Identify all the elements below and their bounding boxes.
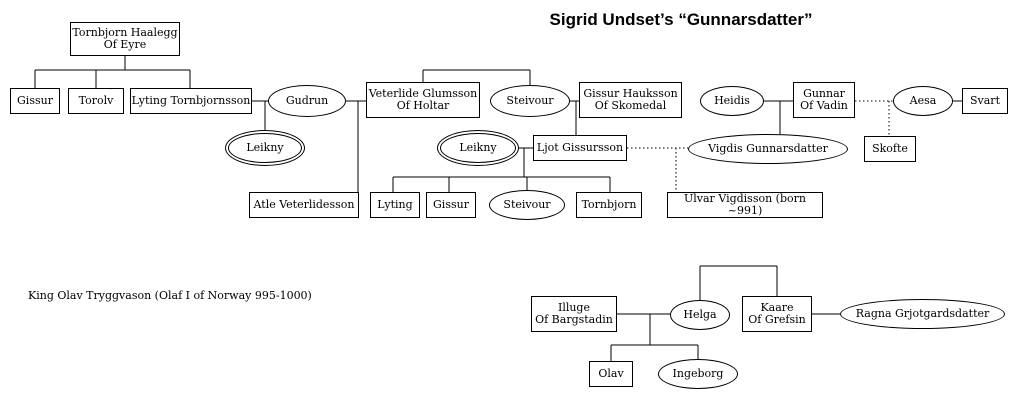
- person-node-vigdis-gunnarsdatter[interactable]: Vigdis Gunnarsdatter: [688, 134, 848, 164]
- person-label-line: Svart: [970, 93, 1000, 107]
- person-label-line: Ulvar Vigdisson (born ~991): [684, 191, 806, 217]
- person-label-line: Illuge: [557, 300, 590, 314]
- person-label-line: Olav: [598, 366, 624, 380]
- person-label-line: Leikny: [246, 140, 284, 154]
- person-label: Ingeborg: [672, 366, 724, 380]
- person-node-svart[interactable]: Svart: [962, 88, 1008, 114]
- person-node-leikny-2[interactable]: Leikny: [440, 133, 516, 163]
- person-label-line: Steivour: [506, 93, 554, 107]
- person-node-heidis[interactable]: Heidis: [700, 86, 764, 116]
- person-label-line: Ljot Gissursson: [536, 140, 624, 154]
- person-label-line: Lyting: [377, 197, 413, 211]
- person-label-line: Torolv: [78, 93, 114, 107]
- person-label: Gudrun: [285, 93, 329, 107]
- person-label-line: Skofte: [872, 141, 908, 155]
- person-label: Lyting Tornbjornsson: [131, 93, 251, 107]
- person-label-line: Gunnar: [803, 86, 845, 100]
- chart-title: Sigrid Undset’s “Gunnarsdatter”: [549, 10, 813, 29]
- person-label: Olav: [598, 366, 624, 380]
- person-node-steivour-2[interactable]: Steivour: [489, 190, 565, 220]
- person-label: Ulvar Vigdisson (born ~991): [668, 191, 822, 218]
- person-label-line: Lyting Tornbjornsson: [131, 93, 251, 107]
- person-label: Svart: [970, 93, 1000, 107]
- person-node-helga[interactable]: Helga: [670, 300, 730, 330]
- person-label-line: Atle Veterlidesson: [253, 197, 355, 211]
- person-label: Gissur: [17, 93, 53, 107]
- person-node-steivour-1[interactable]: Steivour: [490, 85, 570, 117]
- person-label-line: Of Skomedal: [594, 99, 667, 112]
- person-node-leikny-1[interactable]: Leikny: [228, 133, 302, 163]
- person-node-torolv[interactable]: Torolv: [68, 88, 124, 114]
- person-node-gissur-2[interactable]: Gissur: [426, 192, 476, 218]
- person-label-line: Of Eyre: [103, 38, 147, 51]
- person-label-line: Aesa: [909, 93, 937, 107]
- person-node-olav[interactable]: Olav: [589, 361, 633, 387]
- person-label-line: Of Grefsin: [748, 313, 806, 326]
- person-label-line: Veterlide Glumsson: [368, 86, 478, 100]
- person-label: Leikny: [246, 140, 284, 154]
- person-label-line: Tornbjorn: [581, 197, 637, 211]
- person-label-line: Gudrun: [285, 93, 329, 107]
- person-node-skofte[interactable]: Skofte: [864, 136, 916, 162]
- person-label: Tornbjorn: [581, 197, 637, 211]
- person-label-line: Of Bargstadin: [535, 313, 613, 326]
- person-label-line: Vigdis Gunnarsdatter: [708, 141, 828, 155]
- person-label: Leikny: [459, 140, 497, 154]
- person-node-ragna-grjotgardsdatter[interactable]: Ragna Grjotgardsdatter: [840, 299, 1005, 329]
- king-olav-note: King Olav Tryggvason (Olaf I of Norway 9…: [28, 289, 312, 302]
- person-label: Ragna Grjotgardsdatter: [855, 306, 990, 320]
- person-label: Gissur: [433, 197, 469, 211]
- person-label-line: Ingeborg: [672, 366, 724, 380]
- person-label-line: Gissur: [17, 93, 53, 107]
- person-label: Vigdis Gunnarsdatter: [708, 141, 828, 155]
- person-label: Steivour: [503, 197, 551, 211]
- person-node-lyting-2[interactable]: Lyting: [370, 192, 420, 218]
- person-label-line: Tornbjorn Haalegg: [72, 25, 178, 39]
- person-label: Skofte: [872, 141, 908, 155]
- person-node-tornbjorn-2[interactable]: Tornbjorn: [576, 192, 642, 218]
- person-label: Helga: [683, 307, 717, 321]
- person-label-line: Ragna Grjotgardsdatter: [855, 306, 990, 320]
- person-label: Heidis: [714, 93, 750, 107]
- person-node-ulvar-vigdisson[interactable]: Ulvar Vigdisson (born ~991): [667, 192, 823, 218]
- person-node-ljot-gissursson[interactable]: Ljot Gissursson: [533, 135, 627, 161]
- person-label: Atle Veterlidesson: [253, 197, 355, 211]
- person-label-line: Helga: [683, 307, 717, 321]
- person-label-line: Gissur: [433, 197, 469, 211]
- person-label: Torolv: [78, 93, 114, 107]
- person-label-line: Of Holtar: [396, 99, 450, 112]
- person-label-line: Of Vadin: [800, 99, 848, 112]
- person-label-line: Heidis: [714, 93, 750, 107]
- person-label: Steivour: [506, 93, 554, 107]
- person-label-line: Leikny: [459, 140, 497, 154]
- person-node-ingeborg[interactable]: Ingeborg: [658, 359, 738, 389]
- person-label: Ljot Gissursson: [536, 140, 624, 154]
- person-node-aesa[interactable]: Aesa: [893, 86, 953, 116]
- person-node-gissur-1[interactable]: Gissur: [10, 88, 60, 114]
- person-node-atle-veterlidesson[interactable]: Atle Veterlidesson: [249, 192, 359, 218]
- person-node-gudrun[interactable]: Gudrun: [268, 85, 346, 117]
- person-label-line: Steivour: [503, 197, 551, 211]
- person-label-line: Kaare: [760, 300, 794, 314]
- person-label-line: Gissur Hauksson: [583, 86, 678, 100]
- person-node-lyting-tornbjornsson[interactable]: Lyting Tornbjornsson: [130, 88, 252, 114]
- person-label: Aesa: [909, 93, 937, 107]
- person-label: Lyting: [377, 197, 413, 211]
